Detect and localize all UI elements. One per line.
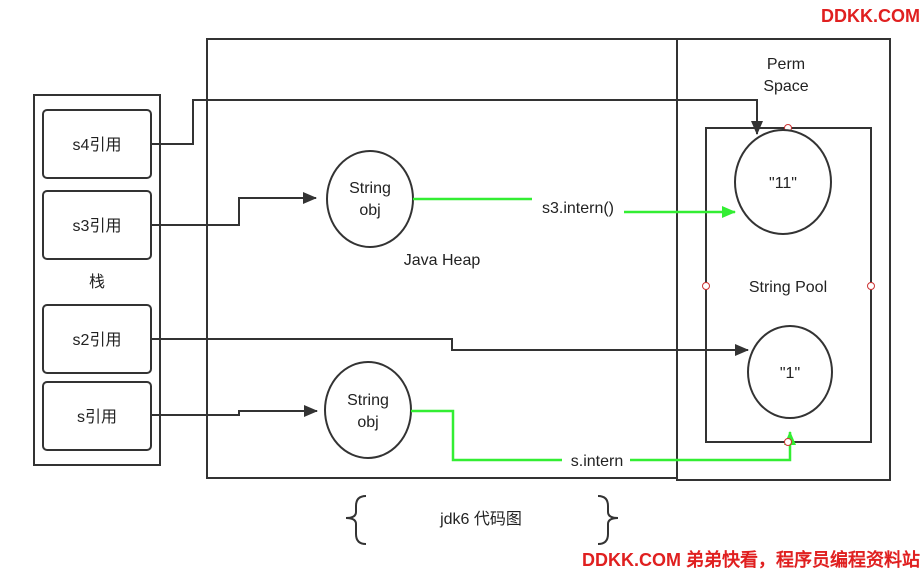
stack-box: [33, 94, 161, 466]
stack-ref-s-label: s引用: [77, 408, 117, 426]
heap-string-obj-1: [326, 150, 414, 248]
watermark-bottom: DDKK.COM 弟弟快看，程序员编程资料站: [582, 549, 920, 570]
heap-obj-1-line1: String: [349, 180, 391, 197]
heap-obj-2-line2: obj: [357, 414, 378, 431]
perm-space-box: [676, 38, 891, 481]
stack-ref-s4-label: s4引用: [73, 136, 122, 154]
arrow-s-intern: [411, 409, 796, 462]
arrow-s2-to-1: [151, 338, 749, 356]
arrow-s3-to-heap-obj: [151, 192, 317, 226]
heap-string-obj-2: [324, 361, 412, 459]
arrow-s4-to-11: [151, 99, 763, 145]
caption: jdk6 代码图: [439, 510, 522, 528]
pool-const-11-label: "11": [769, 175, 797, 192]
pool-handle-right: [867, 282, 875, 290]
stack-ref-s3-label: s3引用: [73, 217, 122, 235]
pool-handle-left: [702, 282, 710, 290]
arrow-s3-intern-label: s3.intern(): [542, 200, 614, 217]
string-pool-label: String Pool: [749, 279, 827, 296]
pool-const-1-label: "1": [780, 365, 800, 382]
perm-title-line2: Space: [763, 78, 808, 95]
heap-obj-1-line2: obj: [359, 202, 380, 219]
right-brace-icon: [597, 495, 619, 545]
pool-handle-bottom: [784, 438, 792, 446]
arrow-s3-intern-label-bg: [532, 197, 624, 217]
watermark-top: DDKK.COM: [821, 6, 920, 26]
perm-title-line1: Perm: [767, 56, 805, 73]
stack-ref-s2-label: s2引用: [73, 331, 122, 349]
pool-const-1: [747, 325, 833, 419]
arrow-s-to-heap-obj: [151, 405, 318, 417]
left-brace-icon: [345, 495, 367, 545]
arrow-s-intern-label-bg: [562, 450, 630, 470]
java-heap-label: Java Heap: [404, 252, 481, 269]
heap-obj-2-line1: String: [347, 392, 389, 409]
stack-label: 栈: [89, 273, 105, 291]
pool-const-11: [734, 129, 832, 235]
arrow-s-intern-label: s.intern: [571, 453, 623, 470]
